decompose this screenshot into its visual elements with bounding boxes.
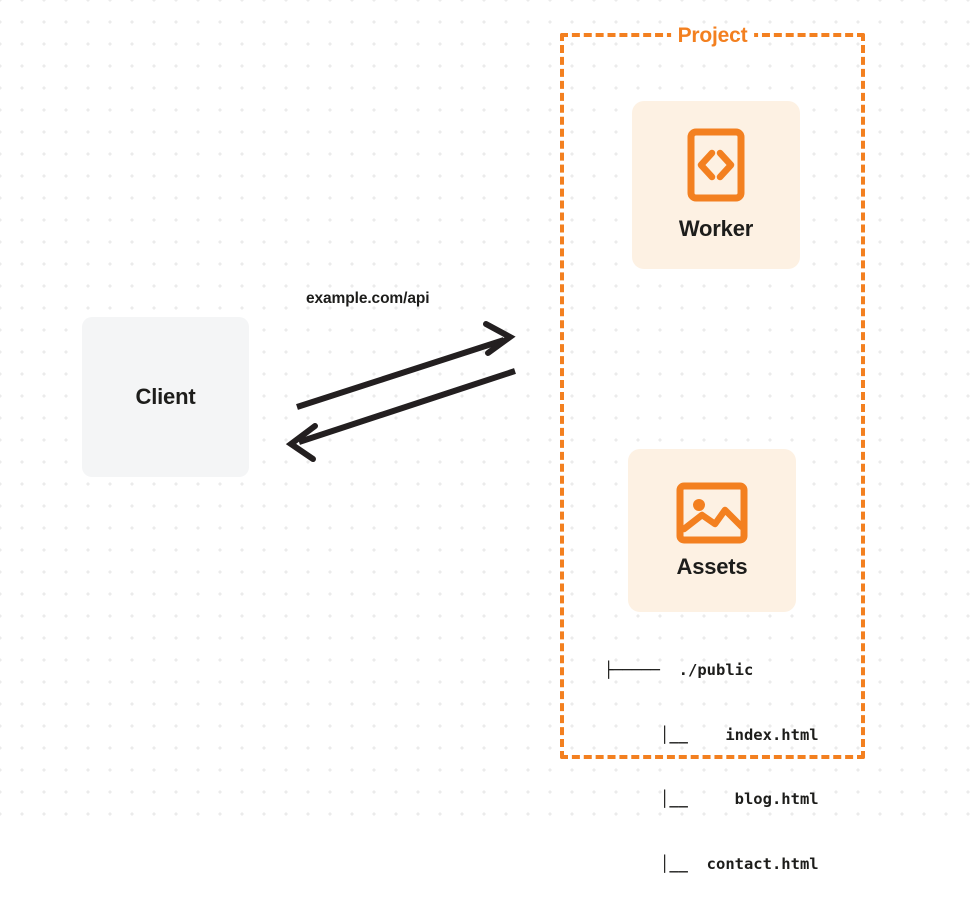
response-arrow-icon	[285, 368, 516, 462]
file-tree-row: │__ blog.html	[604, 790, 819, 808]
assets-node-label: Assets	[676, 553, 748, 579]
request-arrow-icon	[296, 321, 516, 410]
connector-label: example.com/api	[306, 290, 430, 307]
worker-node[interactable]: Worker	[632, 101, 800, 269]
file-tree-row: │__ index.html	[604, 725, 819, 744]
client-node[interactable]: Client	[82, 317, 249, 477]
assets-node[interactable]: Assets	[628, 449, 796, 612]
project-container: Project	[560, 24, 865, 759]
project-title: Project	[670, 24, 755, 48]
file-tree-row: ├───── ./public	[604, 661, 754, 679]
diagram-canvas: Client example.com/api Project Worker	[82, 24, 865, 873]
assets-file-tree: ├───── ./public │__ index.html │__ blog.…	[604, 617, 819, 918]
file-tree-row: │__ contact.html	[604, 854, 819, 873]
worker-node-label: Worker	[678, 216, 754, 241]
code-brackets-icon	[687, 128, 745, 202]
image-icon	[676, 482, 748, 544]
client-node-label: Client	[135, 384, 196, 409]
